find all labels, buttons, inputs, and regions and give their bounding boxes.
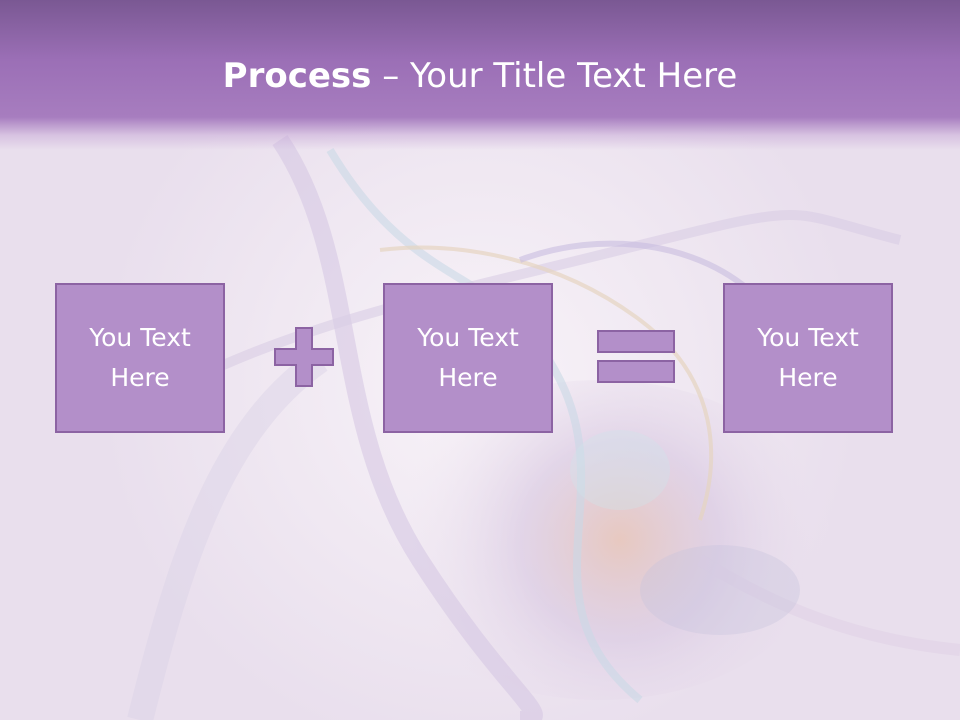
process-box-3-text: You Text Here [757, 323, 859, 392]
process-box-1-text: You Text Here [89, 323, 191, 392]
process-box-1[interactable]: You Text Here [55, 283, 225, 433]
slide-title: Process – Your Title Text Here [0, 52, 960, 100]
title-rest: Your Title Text Here [410, 56, 738, 96]
title-bar: Process – Your Title Text Here [0, 0, 960, 150]
title-dash: – [371, 56, 411, 96]
process-box-2[interactable]: You Text Here [383, 283, 553, 433]
process-box-3[interactable]: You Text Here [723, 283, 893, 433]
plus-icon [274, 327, 334, 387]
equals-icon [597, 330, 675, 383]
title-strong: Process [222, 56, 372, 96]
process-box-2-text: You Text Here [417, 323, 519, 392]
